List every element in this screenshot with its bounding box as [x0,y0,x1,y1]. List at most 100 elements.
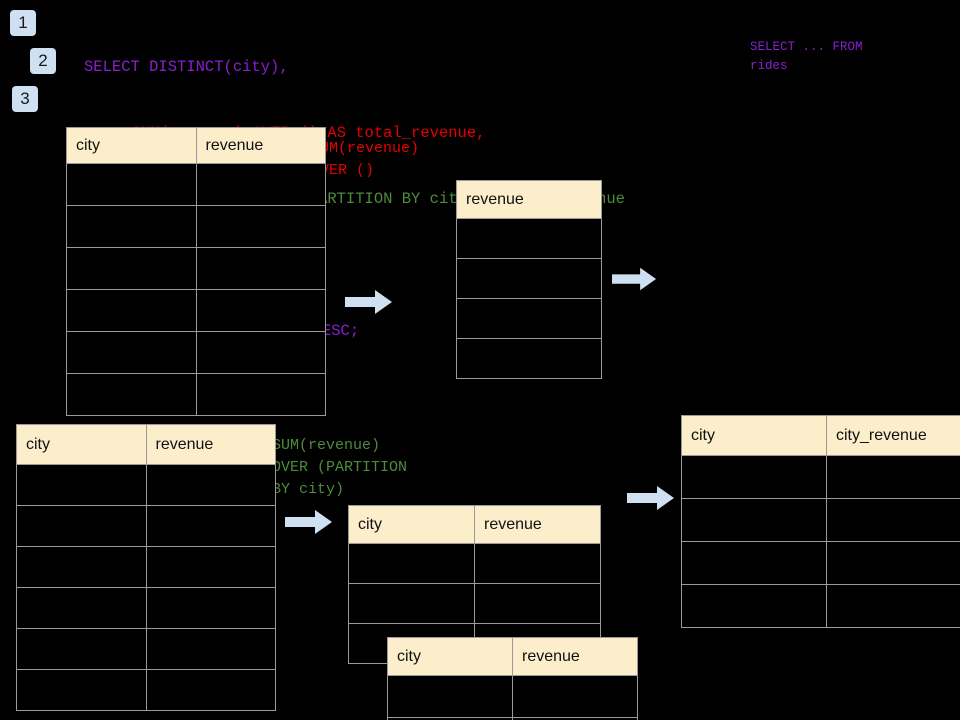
table-cell [348,543,475,584]
table-cell [145,628,276,670]
table-row [387,675,638,718]
table-cell [145,669,276,711]
table-cell [512,675,638,718]
table-cell [195,373,326,416]
table-cell [681,455,827,499]
table-row [16,628,276,670]
table-cell [474,543,601,584]
table-row [681,584,960,628]
arrow-right-icon [285,510,332,534]
table-cell [474,583,601,624]
arrow-right-icon [612,267,657,291]
column-header-city: city [681,415,827,456]
table-row [456,258,602,299]
table-cell [66,331,197,374]
table-cell [66,373,197,416]
step-badge-3: 3 [12,86,38,112]
table-cell [145,587,276,629]
table-row [456,298,602,339]
table-row [16,669,276,711]
table-cell [681,584,827,628]
table-cell [826,498,960,542]
table-row [681,498,960,542]
table-cell [826,584,960,628]
arrow-right-icon [627,486,674,510]
arrow-right-icon [345,290,392,314]
arrow-source-to-total [345,288,393,316]
table-cell [681,498,827,542]
table-cell [512,717,638,720]
column-header-city: city [66,127,197,164]
table-cell [456,298,602,339]
annotation-sum-over-partition: SUM(revenue) OVER (PARTITION BY city) [272,437,408,498]
table-header-row: revenue [456,180,602,219]
annotation-sum-over-empty: SUM(revenue) OVER () [311,140,420,179]
table-cell [16,628,147,670]
table-cell [195,289,326,332]
arrow-partition-to-result [627,484,675,512]
table-row [681,455,960,499]
step-badge-1: 1 [10,10,36,36]
table-cell [145,505,276,547]
table-row [66,205,326,248]
table-cell [826,541,960,585]
column-header-city_revenue: city_revenue [826,415,960,456]
table-cell [16,464,147,506]
column-header-city: city [387,637,513,676]
column-header-city: city [16,424,147,465]
table-cell [16,505,147,547]
column-header-city: city [348,505,475,544]
column-header-revenue: revenue [512,637,638,676]
table-cell [195,205,326,248]
table-cell [195,331,326,374]
column-header-revenue: revenue [195,127,326,164]
table-row [16,587,276,629]
sql-line-select: SELECT DISTINCT(city), [84,58,289,76]
total-revenue-table: revenue [456,180,602,379]
table-cell [66,205,197,248]
table-row [348,543,601,584]
table-cell [456,258,602,299]
table-row [16,464,276,506]
table-row [456,338,602,379]
table-cell [16,546,147,588]
table-cell [826,455,960,499]
table-cell [66,289,197,332]
table-cell [145,546,276,588]
table-cell [456,338,602,379]
table-row [16,546,276,588]
table-row [681,541,960,585]
table-cell [195,163,326,206]
column-header-revenue: revenue [456,180,602,219]
table-row [66,247,326,290]
table-row [456,218,602,259]
table-cell [16,669,147,711]
table-cell [145,464,276,506]
table-row [66,289,326,332]
table-cell [387,675,513,718]
step-badge-2: 2 [30,48,56,74]
column-header-revenue: revenue [474,505,601,544]
table-cell [195,247,326,290]
table-cell [66,247,197,290]
table-cell [456,218,602,259]
table-row [348,583,601,624]
table-row [16,505,276,547]
table-cell [348,583,475,624]
table-row [387,717,638,720]
annotation-select-from-rides: SELECT ... FROM rides [750,40,863,73]
table-row [66,163,326,206]
table-cell [66,163,197,206]
table-cell [681,541,827,585]
table-row [66,331,326,374]
